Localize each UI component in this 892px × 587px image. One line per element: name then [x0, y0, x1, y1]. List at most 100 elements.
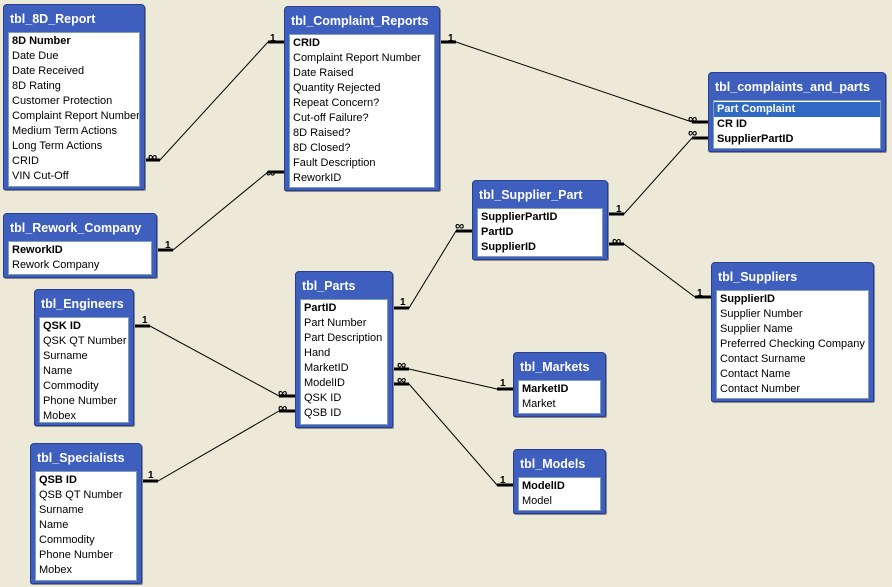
- table-title[interactable]: tbl_Parts: [302, 279, 356, 293]
- field-item[interactable]: Contact Name: [720, 368, 791, 380]
- field-item[interactable]: Supplier Number: [720, 308, 803, 320]
- field-item[interactable]: CRID: [293, 37, 320, 49]
- field-item[interactable]: Hand: [304, 347, 331, 359]
- field-item[interactable]: Model: [522, 495, 552, 507]
- field-item[interactable]: QSK ID: [43, 320, 81, 332]
- field-item[interactable]: Repeat Concern?: [293, 97, 380, 109]
- relationship-line-r3[interactable]: [157, 171, 284, 251]
- field-item[interactable]: Quantity Rejected: [293, 82, 381, 94]
- field-item[interactable]: Phone Number: [43, 395, 117, 407]
- table-title[interactable]: tbl_Supplier_Part: [479, 188, 583, 202]
- field-item[interactable]: Rework Company: [12, 259, 100, 271]
- field-item[interactable]: Complaint Report Number: [12, 110, 140, 122]
- field-item[interactable]: Supplier Name: [720, 323, 793, 335]
- relationship-line-r2[interactable]: [440, 41, 708, 123]
- field-item[interactable]: Mobex: [39, 564, 73, 576]
- field-item[interactable]: Contact Number: [720, 383, 801, 395]
- field-item[interactable]: Date Raised: [293, 67, 354, 79]
- field-item[interactable]: QSB ID: [39, 474, 77, 486]
- relationship-line-r4[interactable]: [608, 137, 708, 215]
- field-item[interactable]: Commodity: [39, 534, 95, 546]
- table-title[interactable]: tbl_Specialists: [37, 451, 125, 465]
- field-item[interactable]: 8D Rating: [12, 80, 61, 92]
- field-item[interactable]: 8D Raised?: [293, 127, 351, 139]
- field-item[interactable]: VIN Cut-Off: [12, 170, 69, 182]
- field-item[interactable]: Complaint Report Number: [293, 52, 421, 64]
- field-item[interactable]: Date Due: [12, 50, 59, 62]
- field-item[interactable]: QSB QT Number: [39, 489, 123, 501]
- field-item[interactable]: Part Number: [304, 317, 367, 329]
- field-item[interactable]: Part Complaint: [714, 102, 880, 117]
- relationship-line-r7[interactable]: [134, 325, 295, 397]
- field-item[interactable]: SupplierID: [481, 241, 537, 253]
- table-title[interactable]: tbl_8D_Report: [10, 12, 96, 26]
- field-item[interactable]: Phone Number: [39, 549, 113, 561]
- field-item[interactable]: 8D Number: [12, 35, 71, 47]
- field-item[interactable]: ModelID: [304, 377, 345, 389]
- field-item[interactable]: MarketID: [304, 362, 349, 374]
- table-title[interactable]: tbl_Suppliers: [718, 270, 798, 284]
- table-title[interactable]: tbl_Models: [520, 457, 586, 471]
- field-item[interactable]: Mobex: [43, 410, 77, 422]
- field-item[interactable]: Medium Term Actions: [12, 125, 117, 137]
- field-item[interactable]: SupplierPartID: [717, 133, 794, 145]
- table-title[interactable]: tbl_Rework_Company: [10, 221, 142, 235]
- field-item[interactable]: CRID: [12, 155, 39, 167]
- relationship-line-r8[interactable]: [142, 410, 295, 482]
- relationship-line-r10[interactable]: [393, 383, 513, 486]
- field-item[interactable]: ReworkID: [293, 172, 342, 184]
- field-item[interactable]: Name: [39, 519, 69, 531]
- field-item[interactable]: Fault Description: [293, 157, 376, 169]
- field-item[interactable]: SupplierPartID: [481, 211, 558, 223]
- field-list[interactable]: MarketID Market: [518, 380, 601, 414]
- field-item[interactable]: 8D Closed?: [293, 142, 351, 154]
- field-item[interactable]: PartID: [481, 226, 514, 238]
- field-item[interactable]: MarketID: [522, 383, 569, 395]
- field-item[interactable]: PartID: [304, 302, 337, 314]
- table-title[interactable]: tbl_complaints_and_parts: [715, 80, 870, 94]
- field-item[interactable]: Part Description: [304, 332, 383, 344]
- relationship-line-r6[interactable]: [608, 243, 711, 298]
- table-title[interactable]: tbl_Complaint_Reports: [291, 14, 429, 28]
- table-title[interactable]: tbl_Engineers: [41, 297, 124, 311]
- field-item[interactable]: QSK ID: [304, 392, 342, 404]
- field-item[interactable]: Customer Protection: [12, 95, 113, 107]
- field-item[interactable]: Date Received: [12, 65, 85, 77]
- field-item[interactable]: QSB ID: [304, 407, 342, 419]
- field-list[interactable]: ModelID Model: [518, 477, 601, 511]
- field-item[interactable]: Market: [522, 398, 556, 410]
- relationship-line-r1[interactable]: [145, 41, 284, 161]
- field-item[interactable]: ModelID: [522, 480, 565, 492]
- field-item[interactable]: SupplierID: [720, 293, 776, 305]
- field-item[interactable]: Long Term Actions: [12, 140, 103, 152]
- table-title[interactable]: tbl_Markets: [520, 360, 590, 374]
- field-item[interactable]: Contact Surname: [720, 353, 806, 365]
- field-item[interactable]: Name: [43, 365, 73, 377]
- field-item[interactable]: CR ID: [717, 118, 747, 130]
- field-item[interactable]: Preferred Checking Company: [720, 338, 865, 350]
- field-list[interactable]: SupplierPartID PartID SupplierID: [477, 208, 603, 257]
- field-item[interactable]: QSK QT Number: [43, 335, 127, 347]
- field-item[interactable]: Surname: [43, 350, 88, 362]
- field-item[interactable]: Surname: [39, 504, 84, 516]
- field-item[interactable]: Commodity: [43, 380, 99, 392]
